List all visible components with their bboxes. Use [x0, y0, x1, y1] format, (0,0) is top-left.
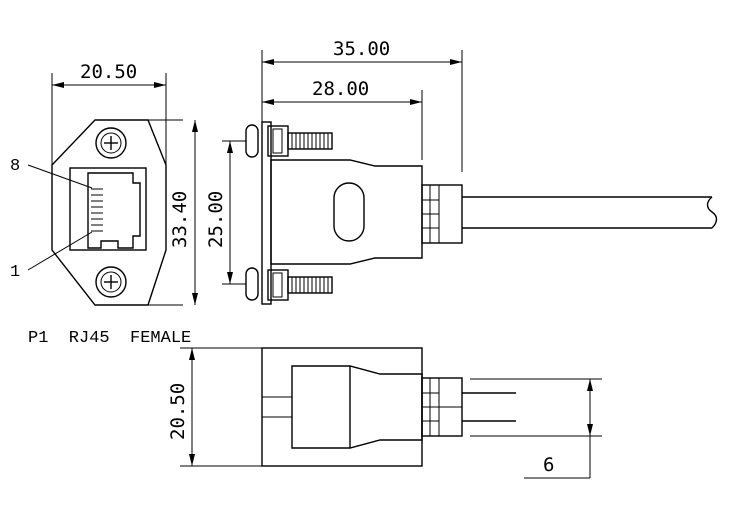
pin-1-leader [27, 231, 93, 271]
front-view: 8 1 20.50 33.40 P1 RJ45 FEMALE [10, 61, 198, 348]
top-view-upper-screw [245, 124, 333, 158]
side-view-strain-relief-ribs [422, 378, 462, 436]
panel-width-value: 20.50 [80, 61, 137, 83]
strain-relief-ribs [422, 185, 440, 243]
panel-flange-outline [51, 119, 167, 306]
side-view: 20.50 6 [167, 347, 602, 479]
top-screw [95, 127, 127, 159]
rj45-port [87, 172, 141, 249]
top-view-lower-screw [245, 267, 333, 301]
side-height-value: 20.50 [167, 383, 189, 440]
jack-body [69, 167, 147, 251]
top-view: 35.00 28.00 25.00 [205, 38, 718, 305]
screw-pitch-value: 25.00 [205, 191, 227, 248]
top-view-cable [462, 196, 718, 229]
connector-caption: P1 RJ45 FEMALE [28, 329, 191, 348]
top-view-flange [261, 121, 272, 305]
rj45-pin-contacts [91, 188, 103, 232]
housing-slot [333, 182, 365, 242]
body-length-value: 28.00 [312, 78, 369, 100]
side-view-plug [291, 365, 423, 449]
bottom-screw [95, 266, 127, 298]
panel-height-value: 33.40 [169, 191, 191, 248]
pin-1-label: 1 [10, 263, 20, 282]
pin-8-label: 8 [10, 157, 20, 176]
cable-spacing-value: 6 [543, 454, 554, 476]
top-view-housing [270, 159, 423, 265]
pin-8-leader [27, 164, 93, 189]
overall-length-value: 35.00 [333, 38, 390, 60]
